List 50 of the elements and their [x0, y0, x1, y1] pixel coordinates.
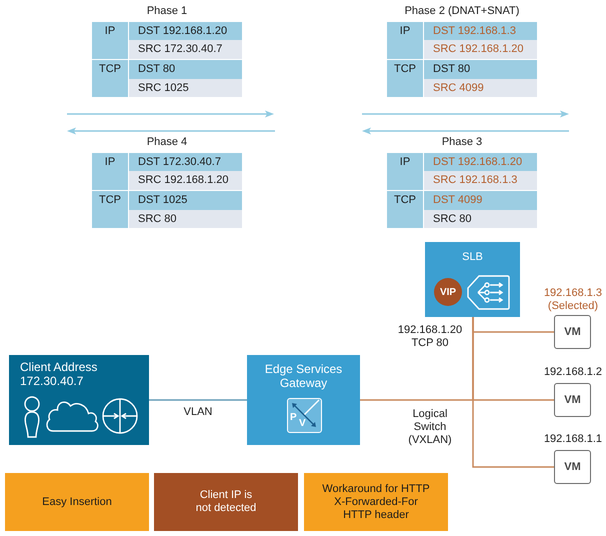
network-label: Logical Switch (VXLAN): [407, 408, 453, 447]
protocol-cell: TCP: [387, 60, 423, 97]
vip-marker: VIP: [434, 278, 462, 306]
address-label: 192.168.1.3 (Selected): [542, 287, 604, 313]
field-cell: DST 172.30.40.7: [129, 153, 242, 171]
connector-line: [472, 317, 554, 468]
field-cell: DST 192.168.1.20: [129, 22, 242, 40]
connector-line: [149, 399, 247, 401]
field-cell: SRC 1025: [129, 79, 242, 97]
phase-title: Phase 1: [146, 5, 188, 18]
protocol-cell: IP: [92, 153, 128, 190]
phase-title: Phase 4: [146, 136, 188, 149]
address-label: 192.168.1.2: [544, 366, 602, 379]
protocol-cell: TCP: [92, 191, 128, 228]
protocol-cell: TCP: [387, 191, 423, 228]
phase-title: Phase 3: [442, 136, 482, 149]
drawback-box: Client IP is not detected: [154, 473, 298, 531]
vm-box: VM: [554, 315, 591, 349]
node-title: Edge Services Gateway: [264, 362, 344, 390]
node-title: Client Address 172.30.40.7: [20, 360, 98, 388]
client-box: [9, 355, 149, 445]
protocol-cell: TCP: [92, 60, 128, 97]
symbol-letter: P: [290, 412, 297, 423]
field-cell: SRC 192.168.1.20: [424, 40, 537, 59]
load-balancer-box: [425, 242, 520, 317]
protocol-cell: IP: [387, 153, 423, 190]
protocol-cell: IP: [387, 22, 423, 59]
field-cell: SRC 80: [129, 210, 242, 228]
address-label: 192.168.1.1: [544, 433, 602, 446]
node-title: SLB: [462, 251, 483, 264]
field-cell: SRC 4099: [424, 79, 537, 97]
vm-box: VM: [554, 450, 591, 484]
vm-box: VM: [554, 383, 591, 417]
field-cell: SRC 192.168.1.20: [129, 171, 242, 190]
field-cell: DST 4099: [424, 191, 537, 210]
field-cell: DST 192.168.1.3: [424, 22, 537, 40]
field-cell: DST 192.168.1.20: [424, 153, 537, 171]
field-cell: DST 80: [424, 60, 537, 79]
address-label: 192.168.1.20 TCP 80: [396, 324, 464, 350]
gateway-box: [247, 355, 360, 445]
phase-title: Phase 2 (DNAT+SNAT): [404, 5, 520, 18]
benefit-box: Easy Insertion: [5, 473, 149, 531]
benefit-box: Workaround for HTTP X-Forwarded-For HTTP header: [304, 473, 448, 531]
protocol-cell: IP: [92, 22, 128, 59]
symbol-letter: V: [299, 418, 306, 429]
field-cell: SRC 80: [424, 210, 537, 228]
field-cell: DST 80: [129, 60, 242, 79]
field-cell: SRC 192.168.1.3: [424, 171, 537, 190]
field-cell: DST 1025: [129, 191, 242, 210]
field-cell: SRC 172.30.40.7: [129, 40, 242, 59]
